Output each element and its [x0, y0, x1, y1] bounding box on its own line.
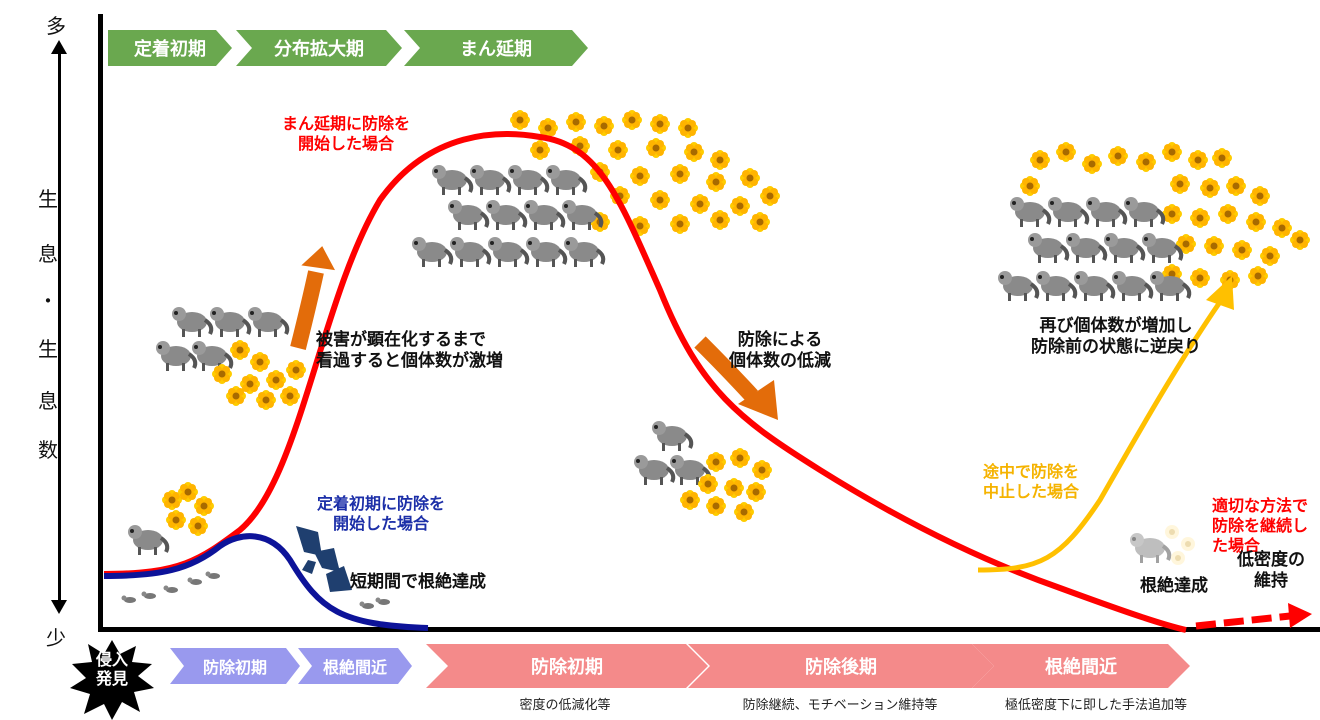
- continued-line3: た場合: [1212, 536, 1261, 555]
- reduction-label: 防除による 個体数の低減: [680, 330, 880, 372]
- phase-spread-chevron: まん延期: [404, 30, 588, 66]
- continued-line2: 防除を継続し: [1212, 516, 1309, 535]
- phase-expansion-chevron: 分布拡大期: [236, 30, 402, 66]
- eradication-label: 根絶達成: [1140, 576, 1208, 596]
- arrow-down-icon: [51, 600, 67, 614]
- raccoon-early: [126, 523, 170, 557]
- orange-arrowhead-icon: [1206, 276, 1234, 310]
- late-control-initial-note: 密度の低減化等: [519, 698, 611, 713]
- surge-arrow-icon: [290, 246, 336, 350]
- raccoon-cluster-peak: [410, 163, 606, 269]
- invasion-discovery-burst: [70, 640, 154, 720]
- continued-line1: 適切な方法で: [1212, 496, 1309, 515]
- y-label-char: 生: [38, 337, 58, 361]
- late-control-initial-chevron: 防除初期: [426, 644, 708, 688]
- rebound-line2: 防除前の状態に逆戻り: [1031, 337, 1201, 357]
- blue-start-line2: 開始した場合: [332, 514, 429, 533]
- stopped-line1: 途中で防除を: [982, 462, 1079, 481]
- continued-label: 適切な方法で 防除を継続し た場合: [1212, 496, 1320, 556]
- red-dashed-arrow: [1195, 612, 1291, 630]
- blue-start-line1: 定着初期に防除を: [316, 494, 445, 513]
- raccoon-tracks-short: [359, 597, 390, 609]
- y-axis: [98, 14, 103, 632]
- burst-line1: 侵入: [95, 650, 128, 669]
- y-direction-line: [58, 52, 61, 602]
- y-axis-top-label: 多: [46, 14, 66, 38]
- flower-cluster-mid-left: [212, 340, 306, 410]
- reduction-line2: 個体数の低減: [729, 351, 831, 371]
- rebound-line1: 再び個体数が増加し: [1039, 316, 1193, 336]
- orange-curve: [977, 300, 1223, 573]
- y-axis-bottom-label: 少: [46, 626, 66, 650]
- y-label-char: 数: [38, 438, 58, 462]
- raccoon-cluster-rebound: [996, 195, 1192, 303]
- flower-cluster-early: [162, 482, 214, 536]
- phase-establishment-chevron: 定着初期: [108, 30, 232, 66]
- red-arrowhead-icon: [1288, 603, 1312, 628]
- surge-line2: 看過すると個体数が激増: [316, 351, 503, 371]
- red-start-line2: 開始した場合: [297, 134, 394, 153]
- late-control-later-note: 防除継続、モチベーション維持等: [742, 698, 938, 713]
- reduction-line1: 防除による: [737, 330, 823, 350]
- red-start-label: まん延期に防除を 開始した場合: [246, 114, 446, 154]
- low-density-line1: 低密度の: [1237, 550, 1305, 570]
- y-label-char: 息: [38, 389, 58, 413]
- stopped-label: 途中で防除を 中止した場合: [966, 462, 1096, 502]
- stopped-line2: 中止した場合: [982, 482, 1079, 501]
- arrow-up-icon: [51, 40, 67, 54]
- early-near-eradication-chevron: 根絶間近: [298, 648, 412, 684]
- red-start-line1: まん延期に防除を: [281, 114, 410, 133]
- burst-line2: 発見: [95, 669, 128, 688]
- reduction-arrow-icon: [694, 336, 778, 420]
- flower-cluster-decline: [680, 448, 772, 522]
- low-density-line2: 維持: [1254, 571, 1288, 591]
- rebound-label: 再び個体数が増加し 防除前の状態に逆戻り: [1006, 316, 1226, 358]
- late-near-eradication-chevron: 根絶間近: [972, 644, 1190, 688]
- y-label-char: 息: [38, 242, 58, 266]
- blue-curve: [103, 533, 429, 631]
- surge-line1: 被害が顕在化するまで: [316, 330, 486, 350]
- blue-start-label: 定着初期に防除を 開始した場合: [296, 494, 466, 534]
- burst-label: 侵入 発見: [88, 650, 136, 688]
- early-control-initial-chevron: 防除初期: [170, 648, 300, 684]
- x-axis: [98, 627, 1320, 632]
- eradicated-cluster: [1128, 525, 1195, 565]
- late-control-later-chevron: 防除後期: [688, 644, 994, 688]
- surge-label: 被害が顕在化するまで 看過すると個体数が激増: [316, 330, 566, 372]
- raccoon-cluster-decline: [632, 419, 712, 487]
- late-near-eradication-note: 極低密度下に即した手法追加等: [1004, 698, 1187, 713]
- red-curve: [103, 131, 1187, 633]
- blue-break-icon: [296, 526, 352, 592]
- short-eradication-label: 短期間で根絶達成: [350, 572, 486, 592]
- low-density-label: 低密度の 維持: [1226, 550, 1316, 592]
- y-label-char: ・: [38, 289, 58, 313]
- y-label-char: 生: [38, 187, 58, 211]
